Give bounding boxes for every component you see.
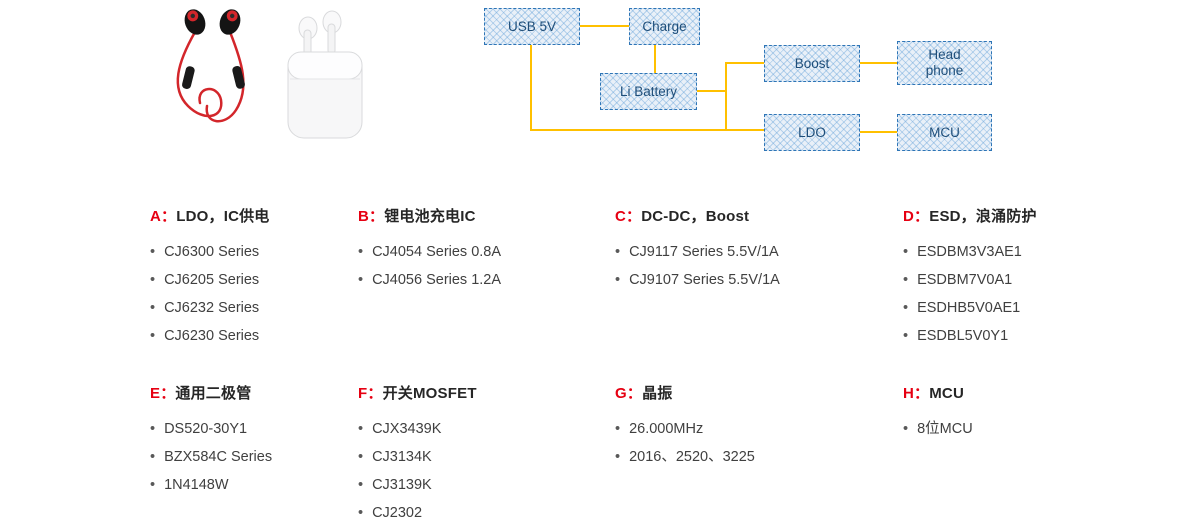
part-item: 2016、2520、3225 [615,443,855,471]
section-d-name: ESD，浪涌防护 [929,208,1037,225]
diagram-node-usb5v: USB 5V [484,8,580,45]
node-label-mcu: MCU [929,124,960,140]
section-h-list: 8位MCU [903,415,1143,443]
diagram-node-mcu: MCU [897,114,992,151]
part-item: 8位MCU [903,415,1143,443]
section-f-letter: F： [358,385,383,402]
diagram-node-charge: Charge [629,8,700,45]
part-item: CJ6300 Series [150,238,390,266]
node-label-charge: Charge [642,18,687,34]
part-item: ESDHB5V0AE1 [903,294,1143,322]
section-e-title: E：通用二极管 [150,382,390,403]
wire-charge-to-battery [654,45,656,73]
section-e-list: DS520-30Y1 BZX584C Series 1N4148W [150,415,390,499]
part-item: 1N4148W [150,471,390,499]
part-item: CJ9107 Series 5.5V/1A [615,266,855,294]
part-item: CJ3134K [358,443,598,471]
part-item: ESDBM7V0A1 [903,266,1143,294]
node-label-usb5v: USB 5V [507,18,557,34]
wire-usb-to-charge [580,25,629,27]
part-item: 26.000MHz [615,415,855,443]
section-h-title: H：MCU [903,382,1143,403]
node-label-li-battery: Li Battery [619,83,678,99]
section-f-name: 开关MOSFET [382,385,477,402]
part-item: CJ3139K [358,471,598,499]
section-b-title: B：锂电池充电IC [358,205,598,226]
part-item: ESDBL5V0Y1 [903,322,1143,350]
diagram-node-boost: Boost [764,45,860,82]
section-d-letter: D： [903,208,930,225]
section-g-list: 26.000MHz 2016、2520、3225 [615,415,855,471]
section-d: D：ESD，浪涌防护 ESDBM3V3AE1 ESDBM7V0A1 ESDHB5… [903,205,1143,350]
part-item: CJX3439K [358,415,598,443]
part-item: CJ2302 [358,499,598,519]
section-d-title: D：ESD，浪涌防护 [903,205,1143,226]
section-e-name: 通用二极管 [175,385,252,402]
section-e-letter: E： [150,385,176,402]
section-a-letter: A： [150,208,177,225]
section-f-title: F：开关MOSFET [358,382,598,403]
section-g-title: G：晶振 [615,382,855,403]
section-b-name: 锂电池充电IC [384,208,476,225]
section-c: C：DC-DC，Boost CJ9117 Series 5.5V/1A CJ91… [615,205,855,294]
section-d-list: ESDBM3V3AE1 ESDBM7V0A1 ESDHB5V0AE1 ESDBL… [903,238,1143,350]
earbuds-illustration [176,9,363,139]
wire-to-ldo [530,129,764,131]
part-item: BZX584C Series [150,443,390,471]
node-label-boost: Boost [794,55,830,71]
section-b-letter: B： [358,208,385,225]
part-item: CJ6230 Series [150,322,390,350]
section-a-title: A：LDO，IC供电 [150,205,390,226]
section-f: F：开关MOSFET CJX3439K CJ3134K CJ3139K CJ23… [358,382,598,519]
part-item: CJ4054 Series 0.8A [358,238,598,266]
section-f-list: CJX3439K CJ3134K CJ3139K CJ2302 [358,415,598,519]
section-b-list: CJ4054 Series 0.8A CJ4056 Series 1.2A [358,238,598,294]
diagram-node-headphone: Head phone [897,41,992,85]
section-a-list: CJ6300 Series CJ6205 Series CJ6232 Serie… [150,238,390,350]
part-item: CJ4056 Series 1.2A [358,266,598,294]
wire-ldo-to-mcu [860,131,897,133]
section-h-name: MCU [929,385,964,402]
section-a: A：LDO，IC供电 CJ6300 Series CJ6205 Series C… [150,205,390,350]
part-item: CJ9117 Series 5.5V/1A [615,238,855,266]
section-h-letter: H： [903,385,930,402]
section-c-letter: C： [615,208,642,225]
node-label-headphone: Head phone [925,47,964,78]
section-c-title: C：DC-DC，Boost [615,205,855,226]
part-item: DS520-30Y1 [150,415,390,443]
wire-usb-down [530,45,532,131]
section-b: B：锂电池充电IC CJ4054 Series 0.8A CJ4056 Seri… [358,205,598,294]
section-c-name: DC-DC，Boost [641,208,750,225]
part-item: CJ6205 Series [150,266,390,294]
section-a-name: LDO，IC供电 [176,208,270,225]
product-photo [150,0,380,165]
section-g: G：晶振 26.000MHz 2016、2520、3225 [615,382,855,471]
wire-branch-vertical [725,62,727,131]
part-item: ESDBM3V3AE1 [903,238,1143,266]
section-e: E：通用二极管 DS520-30Y1 BZX584C Series 1N4148… [150,382,390,499]
node-label-ldo: LDO [798,124,826,140]
wire-to-boost [725,62,764,64]
diagram-node-ldo: LDO [764,114,860,151]
section-h: H：MCU 8位MCU [903,382,1143,443]
wire-battery-out [697,90,727,92]
wire-boost-to-headphone [860,62,897,64]
section-g-name: 晶振 [642,385,673,402]
diagram-node-li-battery: Li Battery [600,73,697,110]
section-g-letter: G： [615,385,643,402]
section-c-list: CJ9117 Series 5.5V/1A CJ9107 Series 5.5V… [615,238,855,294]
part-item: CJ6232 Series [150,294,390,322]
